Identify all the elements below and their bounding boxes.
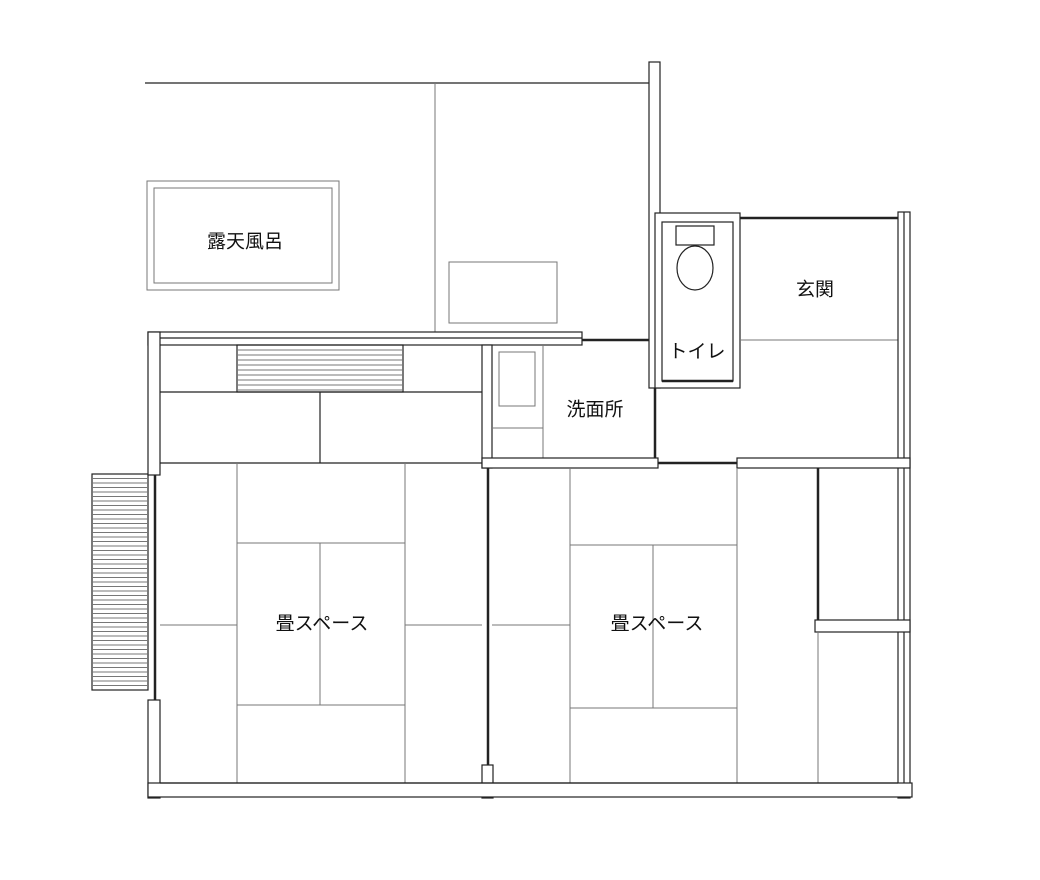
entrance-room bbox=[740, 211, 911, 799]
right-tatami-grid bbox=[492, 468, 911, 783]
tatami-left-label: 畳スペース bbox=[275, 612, 369, 635]
toilet-label: トイレ bbox=[668, 340, 726, 363]
toilet-room bbox=[654, 212, 741, 389]
washroom-label: 洗面所 bbox=[566, 398, 624, 421]
bottom-wall bbox=[147, 782, 913, 798]
left-steps bbox=[91, 473, 149, 691]
toilet-fixture-icon bbox=[675, 225, 715, 291]
garden-area bbox=[145, 82, 650, 333]
tatami-right-label: 畳スペース bbox=[610, 612, 704, 635]
left-room-walls bbox=[147, 331, 583, 799]
left-tatami-grid bbox=[160, 391, 482, 783]
outdoor-bath-label: 露天風呂 bbox=[206, 230, 284, 253]
outdoor-bath-tub bbox=[146, 180, 340, 291]
washroom bbox=[492, 338, 657, 463]
left-tokonoma-hatch bbox=[236, 344, 404, 393]
entrance-label: 玄関 bbox=[795, 278, 835, 301]
